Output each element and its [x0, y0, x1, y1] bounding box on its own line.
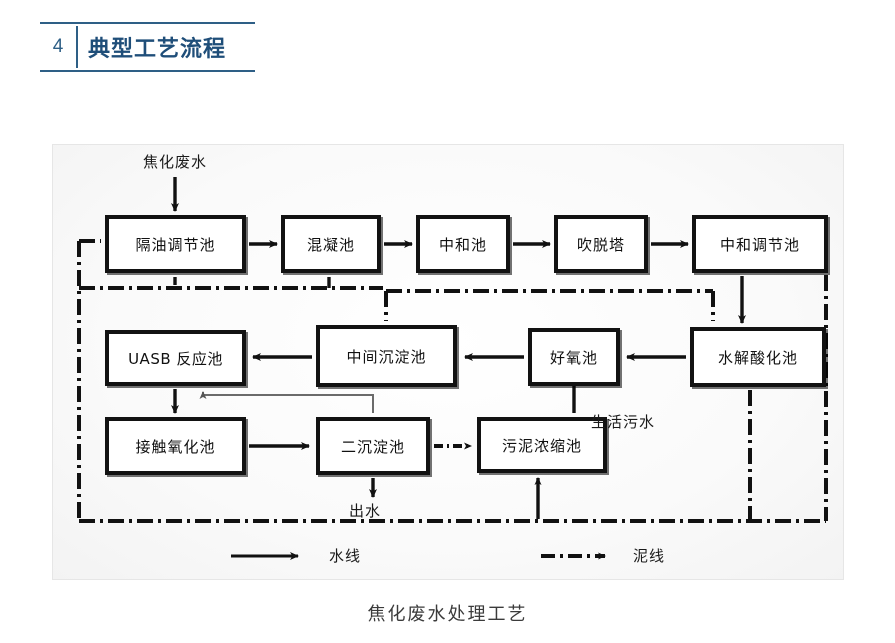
stage-label: 二沉淀池	[340, 437, 405, 456]
stage-coagulation-tank[interactable]: 混凝池	[281, 215, 381, 273]
stage-label: 污泥浓缩池	[501, 436, 582, 455]
stage-label: 中和池	[438, 235, 487, 254]
stage-label: 混凝池	[306, 235, 355, 254]
stage-neutral-adjust-tank[interactable]: 中和调节池	[692, 215, 828, 273]
stage-label: 吹脱塔	[576, 235, 625, 254]
effluent-label: 出水	[349, 502, 382, 520]
stage-label: 中和调节池	[719, 235, 800, 254]
stage-label: 好氧池	[549, 348, 598, 367]
header-rule-top	[40, 22, 255, 24]
stage-intermediate-settling[interactable]: 中间沉淀池	[316, 325, 457, 387]
domestic-sewage-label: 生活污水	[591, 413, 656, 431]
stage-secondary-settling[interactable]: 二沉淀池	[316, 417, 430, 475]
stage-label: UASB 反应池	[128, 349, 223, 368]
connector-layer	[77, 177, 828, 560]
page-title: 典型工艺流程	[88, 36, 227, 61]
stage-sludge-thickener[interactable]: 污泥浓缩池	[477, 417, 607, 473]
header-rule-bottom	[40, 70, 255, 72]
stage-label: 隔油调节池	[135, 235, 216, 254]
stage-stripping-tower[interactable]: 吹脱塔	[554, 215, 648, 273]
legend-water-line-label: 水线	[329, 547, 362, 565]
page-header: 4 典型工艺流程	[40, 22, 255, 72]
legend-sludge-line-label: 泥线	[633, 547, 666, 565]
stage-label: 接触氧化池	[135, 437, 216, 456]
stage-label: 中间沉淀池	[346, 347, 427, 366]
stage-neutralization-tank[interactable]: 中和池	[416, 215, 510, 273]
stage-oil-separation-tank[interactable]: 隔油调节池	[105, 215, 246, 273]
figure-caption: 焦化废水处理工艺	[367, 604, 528, 625]
stage-hydrolysis-acid-tank[interactable]: 水解酸化池	[690, 327, 826, 387]
stage-contact-oxidation-tank[interactable]: 接触氧化池	[105, 417, 246, 475]
stage-uasb-reactor[interactable]: UASB 反应池	[105, 330, 246, 386]
process-flow-diagram: 隔油调节池 混凝池 中和池 吹脱塔 中和调节池 UASB 反应池 中间沉淀池 好…	[52, 144, 844, 580]
arrow-sludge-return	[199, 391, 374, 413]
influent-label: 焦化废水	[143, 153, 208, 171]
section-number: 4	[52, 36, 64, 57]
header-divider	[76, 26, 78, 68]
stage-aerobic-tank[interactable]: 好氧池	[528, 328, 620, 386]
stage-label: 水解酸化池	[717, 348, 798, 367]
